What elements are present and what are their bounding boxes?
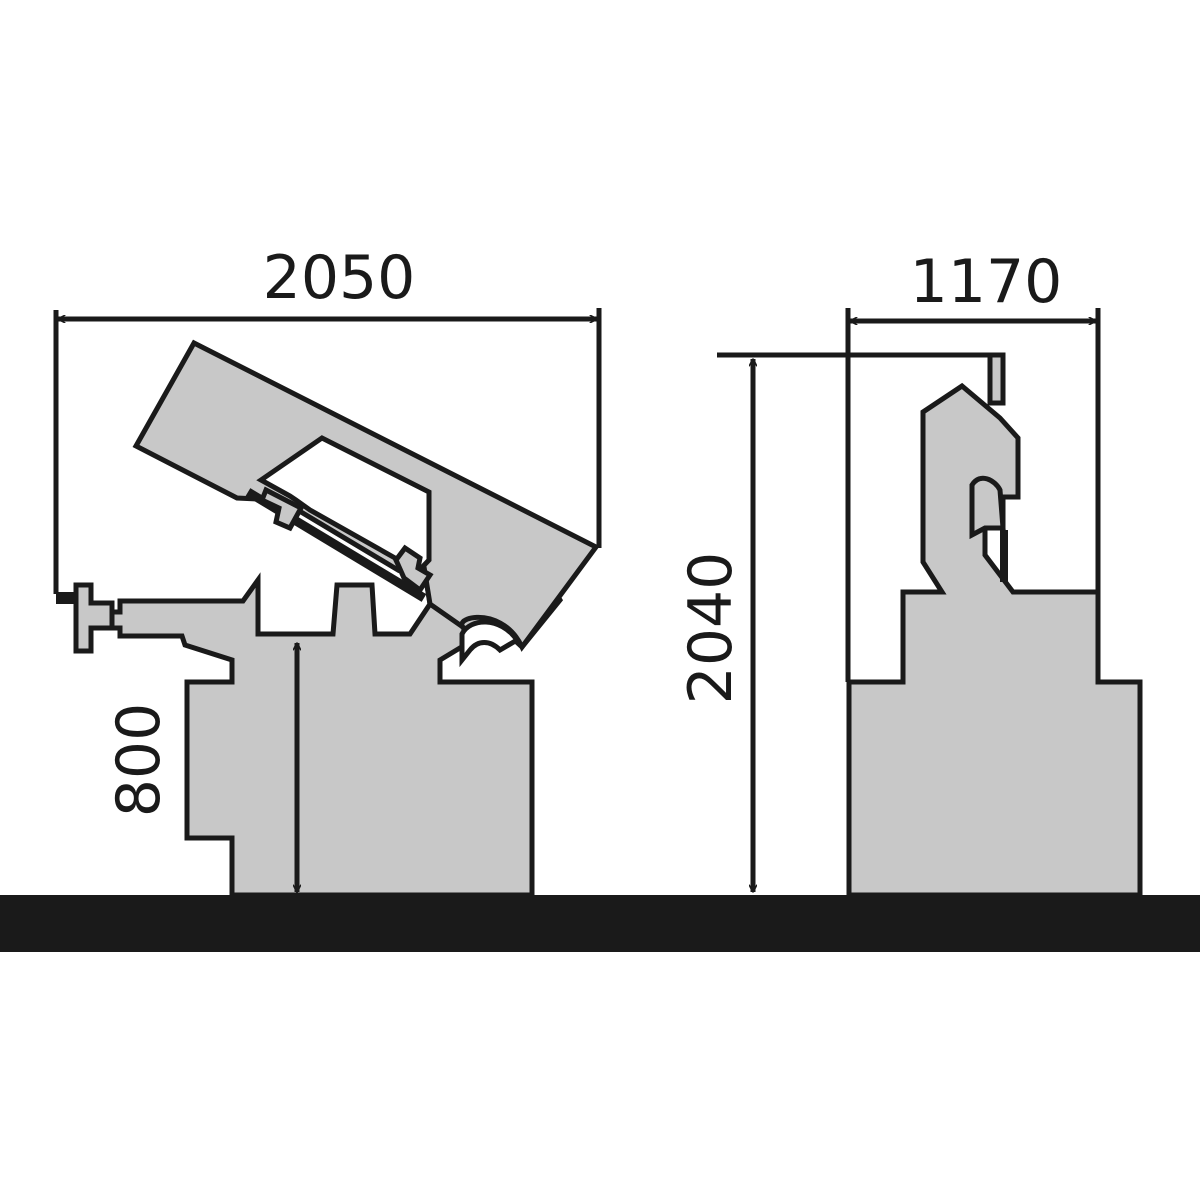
side-view: 2050 800 — [53, 243, 602, 898]
blade-guide-left — [258, 486, 305, 532]
front-view-throat — [969, 475, 1006, 540]
front-view-blade — [1000, 530, 1008, 582]
blade-guide-right — [393, 544, 434, 594]
floor-bar — [0, 895, 1200, 952]
dim-2040-label: 2040 — [676, 552, 746, 705]
vise-curve — [459, 619, 521, 668]
front-view-blade-guide — [987, 352, 1006, 406]
dim-1170-label: 1170 — [910, 247, 1063, 317]
clamp-screw-end — [56, 592, 76, 604]
clamp-handwheel — [73, 582, 115, 654]
front-view: 1170 2040 — [676, 247, 1143, 898]
front-view-base — [846, 382, 1143, 898]
dim-800-label: 800 — [104, 703, 174, 818]
dim-2050-label: 2050 — [263, 243, 416, 313]
